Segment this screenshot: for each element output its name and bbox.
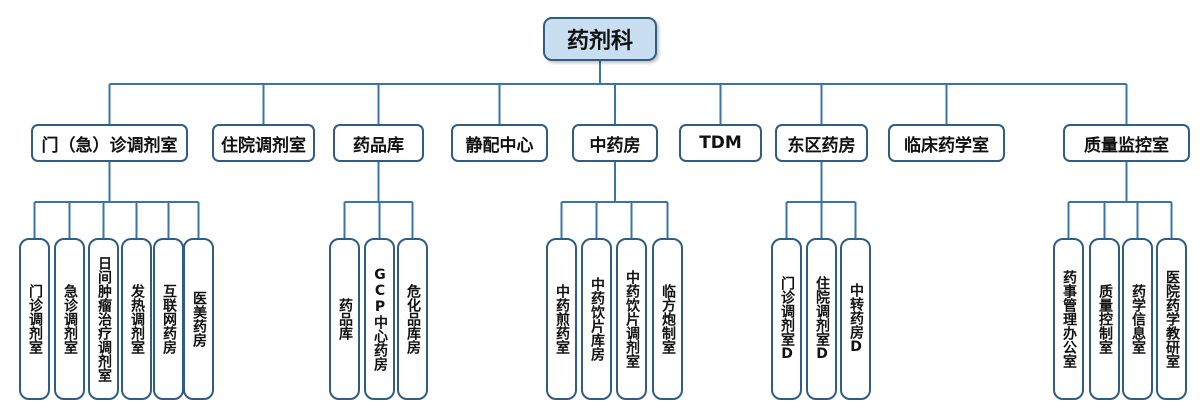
- sub-unit-node: 中转药房D: [840, 238, 871, 400]
- sub-unit-label: 急诊调剂室: [62, 284, 78, 354]
- sub-unit-label: 中药饮片库房: [589, 277, 605, 361]
- sub-unit-node: 中药煎药室: [546, 238, 577, 400]
- sub-unit-node: 发热调剂室: [121, 238, 152, 400]
- dept-node: 中药房: [572, 124, 658, 162]
- sub-unit-node: 门诊调剂室D: [771, 238, 802, 400]
- sub-unit-label: 药事管理办公室: [1061, 270, 1077, 368]
- sub-unit-label: 互联网药房: [161, 284, 177, 354]
- sub-unit-label: 住院调剂室D: [814, 276, 830, 362]
- sub-unit-label: 质量控制室: [1097, 284, 1113, 354]
- sub-unit-node: 医院药学教研室: [1156, 238, 1187, 400]
- dept-node: 静配中心: [451, 124, 548, 162]
- sub-unit-label: 医美药房: [191, 291, 207, 347]
- sub-unit-label: 临方炮制室: [660, 284, 676, 354]
- sub-unit-label: 危化品库房: [405, 284, 421, 354]
- sub-unit-label: 药学信息室: [1130, 284, 1146, 354]
- dept-node: 住院调剂室: [212, 124, 315, 162]
- sub-unit-node: GCP中心药房: [364, 238, 395, 400]
- dept-node: 质量监控室: [1063, 124, 1190, 162]
- sub-unit-node: 门诊调剂室: [19, 238, 50, 400]
- sub-unit-label: 药品库: [337, 298, 353, 340]
- sub-unit-node: 互联网药房: [153, 238, 184, 400]
- sub-unit-node: 住院调剂室D: [806, 238, 837, 400]
- sub-unit-node: 中药饮片库房: [581, 238, 612, 400]
- sub-unit-node: 日间肿瘤治疗调剂室: [88, 238, 119, 400]
- sub-unit-node: 药品库: [329, 238, 360, 400]
- dept-node: 临床药学室: [888, 124, 1005, 162]
- sub-unit-node: 医美药房: [183, 238, 214, 400]
- sub-unit-label: GCP中心药房: [372, 267, 388, 371]
- sub-unit-label: 医院药学教研室: [1164, 270, 1180, 368]
- sub-unit-node: 质量控制室: [1089, 238, 1120, 400]
- dept-node: 东区药房: [775, 124, 868, 162]
- sub-unit-node: 危化品库房: [397, 238, 428, 400]
- sub-unit-node: 药事管理办公室: [1053, 238, 1084, 400]
- sub-unit-label: 发热调剂室: [129, 284, 145, 354]
- sub-unit-node: 中药饮片调剂室: [616, 238, 647, 400]
- sub-unit-node: 急诊调剂室: [54, 238, 85, 400]
- sub-unit-label: 日间肿瘤治疗调剂室: [96, 256, 112, 382]
- sub-unit-label: 中药煎药室: [554, 284, 570, 354]
- sub-unit-label: 门诊调剂室: [27, 284, 43, 354]
- dept-node: 门（急）诊调剂室: [31, 124, 188, 162]
- sub-unit-label: 门诊调剂室D: [779, 276, 795, 362]
- sub-unit-node: 临方炮制室: [652, 238, 683, 400]
- sub-unit-label: 中药饮片调剂室: [624, 270, 640, 368]
- root-node-pharmacy: 药剂科: [543, 17, 657, 61]
- sub-unit-label: 中转药房D: [848, 283, 864, 355]
- dept-node: 药品库: [333, 124, 424, 162]
- sub-unit-node: 药学信息室: [1122, 238, 1153, 400]
- dept-node: TDM: [679, 124, 762, 162]
